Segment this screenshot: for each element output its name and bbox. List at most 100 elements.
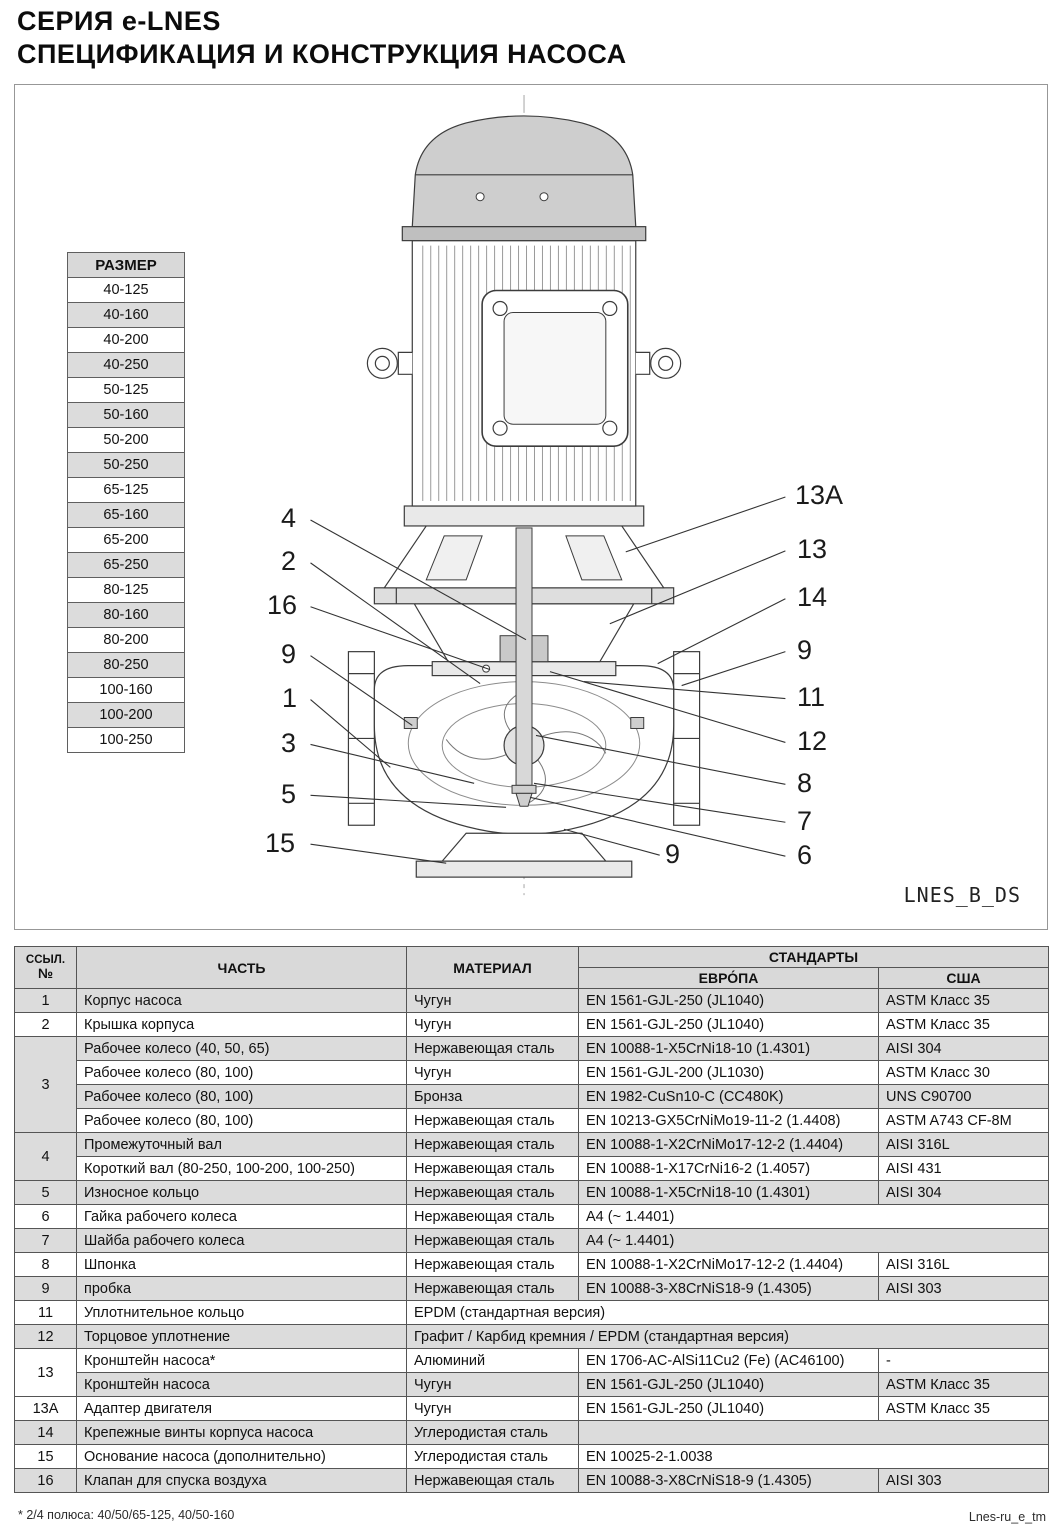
part-part: Кронштейн насоса* xyxy=(76,1348,407,1373)
callout-6: 6 xyxy=(797,840,813,870)
parts-row: Рабочее колесо (80, 100)Нержавеющая стал… xyxy=(15,1108,1049,1133)
size-value: 100-200 xyxy=(67,702,185,728)
part-material: Бронза xyxy=(406,1084,579,1109)
part-europe: EN 10088-3-X8CrNiS18-9 (1.4305) xyxy=(578,1468,879,1493)
size-value: 40-250 xyxy=(67,352,185,378)
doc-code: Lnes-ru_e_tm xyxy=(968,1510,1046,1524)
part-part: Короткий вал (80-250, 100-200, 100-250) xyxy=(76,1156,407,1181)
part-part: Рабочее колесо (40, 50, 65) xyxy=(76,1036,407,1061)
part-ref: 13A xyxy=(14,1396,77,1421)
part-material: Нержавеющая сталь xyxy=(406,1156,579,1181)
size-row: 80-160 xyxy=(67,602,185,628)
part-usa: AISI 304 xyxy=(878,1180,1049,1205)
size-row: 40-160 xyxy=(67,302,185,328)
parts-header-row-2: ЕВРО́ПА США xyxy=(15,967,1049,989)
part-europe: EN 10088-1-X2CrNiMo17-12-2 (1.4404) xyxy=(578,1132,879,1157)
part-part: Кронштейн насоса xyxy=(76,1372,407,1397)
callout-9-right: 9 xyxy=(797,635,813,665)
size-row: 100-250 xyxy=(67,727,185,753)
size-value: 40-160 xyxy=(67,302,185,328)
callout-8: 8 xyxy=(797,768,813,798)
part-usa: AISI 304 xyxy=(878,1036,1049,1061)
parts-table-head: ССЫЛ. № ЧАСТЬ МАТЕРИАЛ СТАНДАРТЫ ЕВРО́ПА… xyxy=(14,946,1049,989)
callout-2: 2 xyxy=(281,546,297,576)
part-usa: AISI 316L xyxy=(878,1252,1049,1277)
part-ref: 4 xyxy=(14,1132,77,1181)
part-usa: ASTM Класс 35 xyxy=(878,988,1049,1013)
size-value: 50-200 xyxy=(67,427,185,453)
part-europe: EN 1561-GJL-250 (JL1040) xyxy=(578,1372,879,1397)
part-part: Адаптер двигателя xyxy=(76,1396,407,1421)
part-ref: 14 xyxy=(14,1420,77,1445)
callout-7: 7 xyxy=(797,806,813,836)
part-usa: AISI 303 xyxy=(878,1468,1049,1493)
part-ref: 15 xyxy=(14,1444,77,1469)
parts-table: ССЫЛ. № ЧАСТЬ МАТЕРИАЛ СТАНДАРТЫ ЕВРО́ПА… xyxy=(14,946,1049,1493)
size-value: 100-250 xyxy=(67,727,185,753)
size-row: 50-125 xyxy=(67,377,185,403)
parts-header-row-1: ССЫЛ. № ЧАСТЬ МАТЕРИАЛ СТАНДАРТЫ xyxy=(14,946,1049,989)
size-row: 65-250 xyxy=(67,552,185,578)
callout-16: 16 xyxy=(267,590,298,620)
part-material: Нержавеющая сталь xyxy=(406,1036,579,1061)
part-material: Чугун xyxy=(406,988,579,1013)
part-material: Углеродистая сталь xyxy=(406,1444,579,1469)
part-europe: EN 1561-GJL-200 (JL1030) xyxy=(578,1060,879,1085)
part-europe: EN 1982-CuSn10-C (CC480K) xyxy=(578,1084,879,1109)
callout-leader-lines xyxy=(310,496,786,864)
part-europe: EN 10088-3-X8CrNiS18-9 (1.4305) xyxy=(578,1276,879,1301)
size-row: 40-250 xyxy=(67,352,185,378)
part-part: Рабочее колесо (80, 100) xyxy=(76,1108,407,1133)
part-usa: AISI 431 xyxy=(878,1156,1049,1181)
size-row: 100-160 xyxy=(67,677,185,703)
size-row: 65-125 xyxy=(67,477,185,503)
size-row: 50-250 xyxy=(67,452,185,478)
col-header-material: МАТЕРИАЛ xyxy=(406,946,579,989)
col-header-europe: ЕВРО́ПА xyxy=(578,967,879,989)
part-material: Чугун xyxy=(406,1396,579,1421)
drawing-code: LNES_B_DS xyxy=(903,883,1021,907)
size-value: 65-125 xyxy=(67,477,185,503)
pump-cross-section-drawing xyxy=(310,94,786,896)
callout-1: 1 xyxy=(282,683,298,713)
part-usa: UNS C90700 xyxy=(878,1084,1049,1109)
size-table-header: РАЗМЕР xyxy=(67,252,185,278)
part-material: Графит / Карбид кремния / EPDM (стандарт… xyxy=(406,1324,1049,1349)
col-header-ref-line2: № xyxy=(37,966,54,981)
part-usa: ASTM Класс 35 xyxy=(878,1372,1049,1397)
part-part: пробка xyxy=(76,1276,407,1301)
size-table-header-row: РАЗМЕР xyxy=(67,252,185,278)
part-europe: EN 10025-2-1.0038 xyxy=(578,1444,1049,1469)
part-europe: EN 1561-GJL-250 (JL1040) xyxy=(578,988,879,1013)
callout-9-bottom: 9 xyxy=(665,839,681,869)
part-ref: 7 xyxy=(14,1228,77,1253)
part-europe: EN 1561-GJL-250 (JL1040) xyxy=(578,1396,879,1421)
part-material: Алюминий xyxy=(406,1348,579,1373)
size-row: 100-200 xyxy=(67,702,185,728)
size-value: 80-125 xyxy=(67,577,185,603)
part-material: Нержавеющая сталь xyxy=(406,1204,579,1229)
callout-9-left: 9 xyxy=(281,639,297,669)
part-usa: ASTM Класс 35 xyxy=(878,1012,1049,1037)
pump-outline xyxy=(347,94,701,896)
part-part: Промежуточный вал xyxy=(76,1132,407,1157)
part-part: Торцовое уплотнение xyxy=(76,1324,407,1349)
part-ref: 5 xyxy=(14,1180,77,1205)
title-subject: СПЕЦИФИКАЦИЯ И КОНСТРУКЦИЯ НАСОСА xyxy=(17,38,627,69)
part-europe: EN 10088-1-X17CrNi16-2 (1.4057) xyxy=(578,1156,879,1181)
callout-4: 4 xyxy=(281,503,297,533)
col-header-standards: СТАНДАРТЫ xyxy=(578,946,1049,968)
part-europe: EN 10088-1-X5CrNi18-10 (1.4301) xyxy=(578,1036,879,1061)
part-material: Нержавеющая сталь xyxy=(406,1108,579,1133)
part-part: Уплотнительное кольцо xyxy=(76,1300,407,1325)
